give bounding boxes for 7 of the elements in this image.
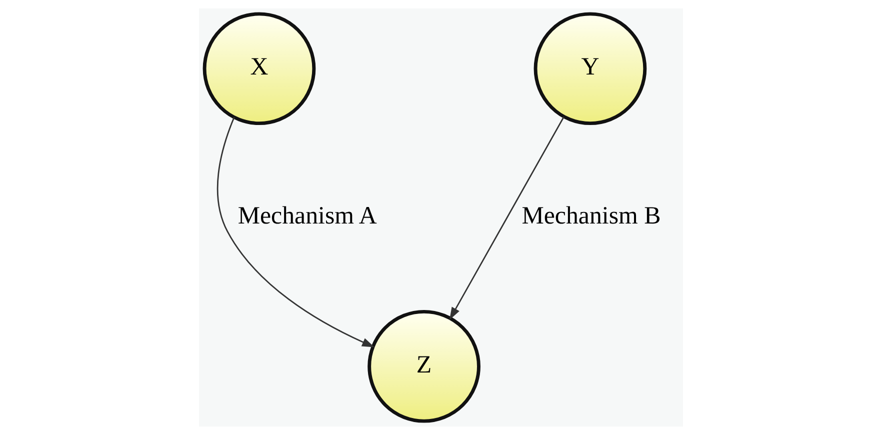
- arrow: [448, 116, 564, 320]
- node-circle: Y: [533, 12, 646, 126]
- edge-label: Mechanism B: [521, 202, 660, 230]
- edge-label: Mechanism A: [237, 202, 376, 230]
- node-circle: X: [202, 12, 316, 126]
- arrow: [216, 117, 374, 348]
- node-circle: Z: [367, 310, 480, 423]
